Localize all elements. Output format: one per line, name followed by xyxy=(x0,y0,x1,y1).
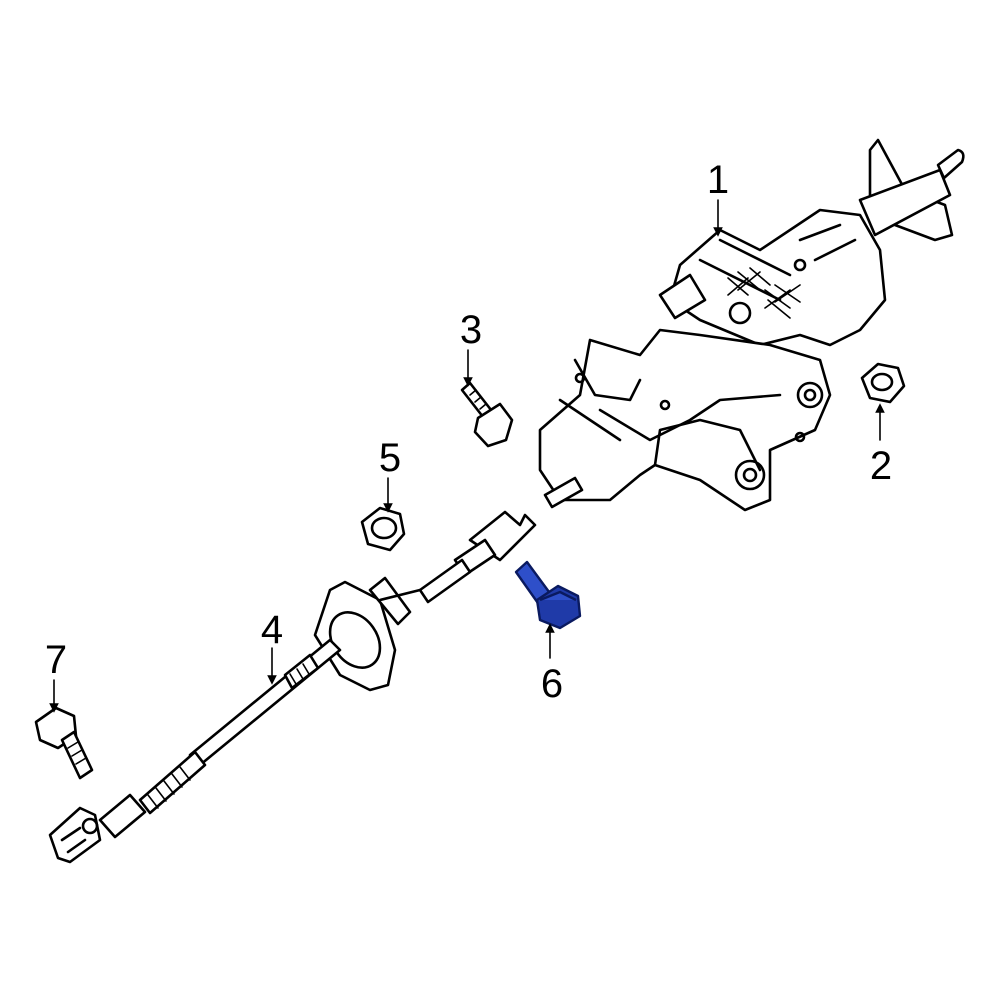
callout-label-6: 6 xyxy=(540,662,564,706)
callout-label-3: 3 xyxy=(459,308,483,352)
callout-label-5: 5 xyxy=(378,436,402,480)
intermediate-shaft[interactable] xyxy=(48,510,537,864)
steering-column-assembly[interactable] xyxy=(538,138,965,512)
callout-label-7: 7 xyxy=(44,638,68,682)
bolt-part-7[interactable] xyxy=(34,706,94,780)
callout-label-1: 1 xyxy=(706,158,730,202)
nut-part-2[interactable] xyxy=(860,362,906,404)
bolt-part-3[interactable] xyxy=(460,381,514,448)
bolt-part-6-highlighted[interactable] xyxy=(514,560,582,630)
nut-part-5[interactable] xyxy=(360,506,406,552)
callout-label-4: 4 xyxy=(260,608,284,652)
callout-label-2: 2 xyxy=(869,444,893,488)
